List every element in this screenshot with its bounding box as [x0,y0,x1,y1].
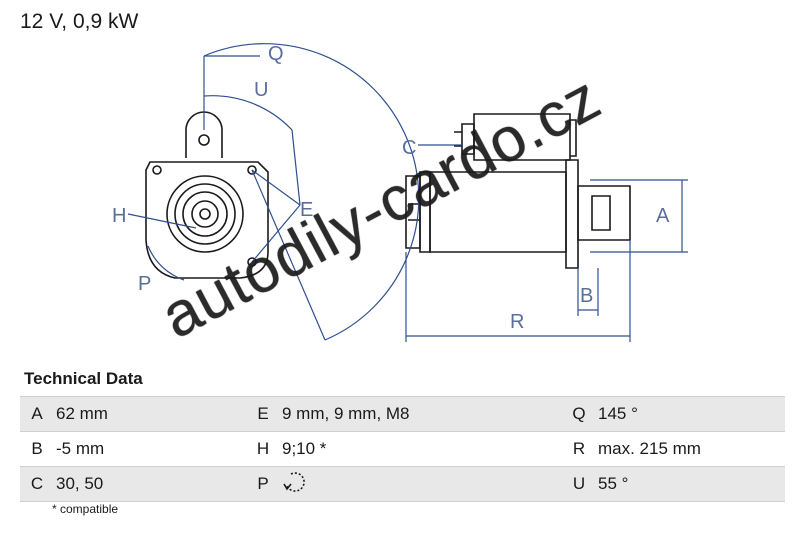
spec-key: U [562,466,590,502]
label-r: R [510,311,524,333]
label-p: P [138,273,151,295]
spec-key: P [246,466,274,502]
spec-value: max. 215 mm [590,431,785,467]
spec-key: H [246,431,274,467]
technical-data-table: A 62 mm E 9 mm, 9 mm, M8 Q 145 ° B -5 mm… [20,396,785,502]
label-e: E [300,199,313,221]
label-c: C [402,137,416,159]
spec-value: 55 ° [590,466,785,502]
spec-key: Q [562,396,590,432]
label-a: A [656,205,670,227]
spec-value: -5 mm [48,431,246,467]
label-u: U [254,79,268,101]
spec-key: B [20,431,48,467]
spec-value: 62 mm [48,396,246,432]
table-row: B -5 mm H 9;10 * R max. 215 mm [20,431,785,467]
footnote: * compatible [52,502,119,516]
spec-value: 145 ° [590,396,785,432]
rating-title: 12 V, 0,9 kW [20,10,139,33]
spec-key: A [20,396,48,432]
spec-value: 30, 50 [48,466,246,502]
spec-value: 9;10 * [274,431,562,467]
label-q: Q [268,43,284,65]
technical-data-title: Technical Data [24,369,143,388]
spec-key: R [562,431,590,467]
label-b: B [580,285,593,307]
spec-value [274,466,562,502]
spec-key: C [20,466,48,502]
spec-key: E [246,396,274,432]
table-row: A 62 mm E 9 mm, 9 mm, M8 Q 145 ° [20,396,785,432]
table-row: C 30, 50 P U 55 ° [20,466,785,502]
rotation-ccw-icon [283,471,305,492]
starter-drawing: Q U E H P C A B R [112,43,688,342]
spec-value: 9 mm, 9 mm, M8 [274,396,562,432]
label-h: H [112,205,126,227]
